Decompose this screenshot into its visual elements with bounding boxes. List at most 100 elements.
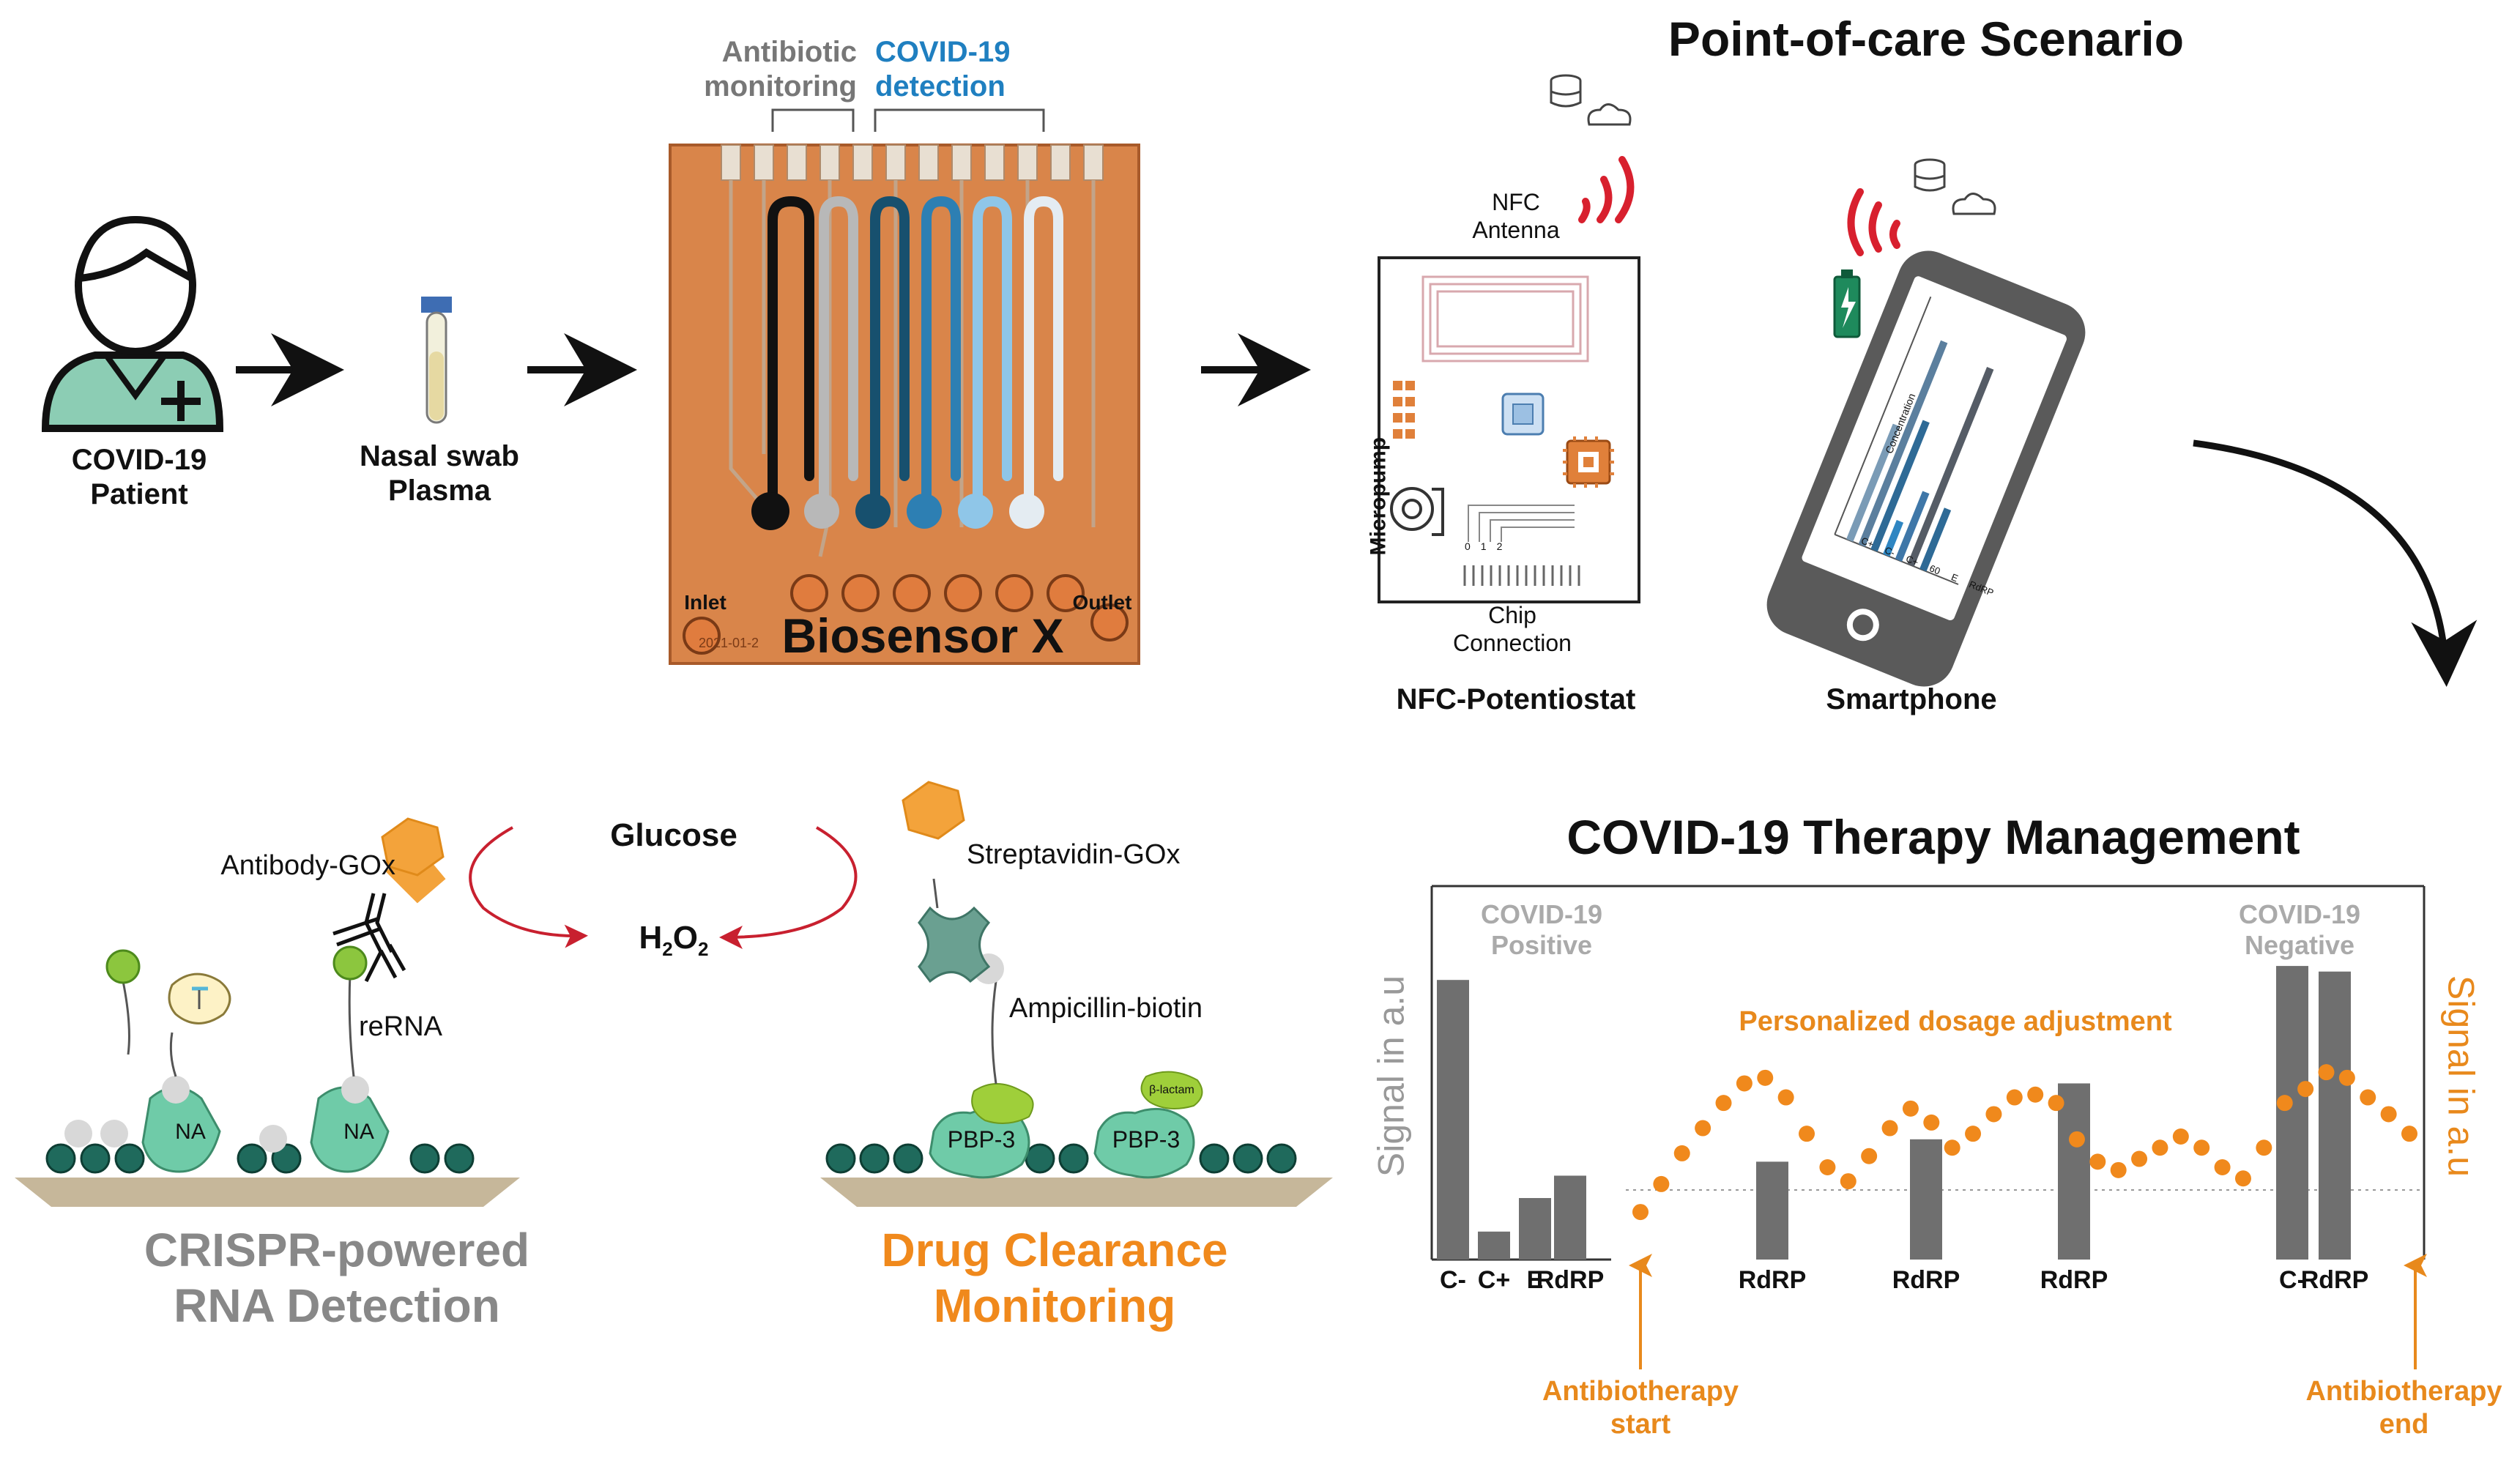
streptavidin-icon [918, 906, 991, 983]
chip-connection-line2: Connection [1453, 629, 1572, 656]
chart-dot-34 [2338, 1069, 2355, 1086]
nfc-antenna-line1: NFC [1492, 189, 1540, 215]
covid-bracket [874, 108, 1045, 132]
drug-title-line1: Drug Clearance [881, 1224, 1228, 1276]
start-line2: start [1610, 1408, 1671, 1440]
chart-bar-label-6: RdRP [2040, 1266, 2108, 1294]
sample-tube-icon [421, 297, 452, 424]
connector-ticks: 012 [1465, 540, 1531, 553]
end-line2: end [2379, 1408, 2429, 1440]
chart-dot-36 [2380, 1106, 2397, 1123]
chart-bar-label-8: RdRP [2300, 1266, 2369, 1294]
antibiotherapy-end-label: Antibiotherapy end [2292, 1375, 2516, 1441]
chart-dot-30 [2256, 1139, 2272, 1156]
start-line1: Antibiotherapy [1542, 1376, 1739, 1407]
arrow-gox-to-h2o2-left [469, 826, 588, 948]
connector-tick-2: 2 [1496, 540, 1513, 552]
nfc-potentiostat-label: NFC-Potentiostat [1396, 683, 1636, 715]
chart-dot-9 [1819, 1159, 1836, 1175]
crispr-title-line1: CRISPR-powered [144, 1224, 530, 1276]
chart-bar-1 [1478, 1231, 1510, 1260]
chart-dot-12 [1881, 1120, 1898, 1137]
pbp3-label-1: PBP-3 [947, 1126, 1016, 1153]
chart-dot-2 [1673, 1145, 1690, 1161]
streptavidin-gox-label: Streptavidin-GOx [967, 839, 1181, 870]
chart-bar-label-4: RdRP [1738, 1266, 1807, 1294]
chart-dot-22 [2089, 1153, 2106, 1170]
chart-dot-26 [2172, 1128, 2189, 1145]
chart-bar-label-1: C+ [1477, 1266, 1511, 1294]
chart-dot-31 [2276, 1095, 2293, 1112]
cloud-database-icon-phone [1914, 158, 1996, 215]
chart-dot-21 [2068, 1131, 2085, 1148]
chart-bar-7 [2276, 966, 2308, 1260]
pbp3-protein-shape-2 [1093, 1107, 1195, 1179]
crispr-electrode-surface [15, 945, 520, 1207]
chart-bar-label-3: RdRP [1536, 1266, 1605, 1294]
smartphone-icon [1766, 250, 2086, 687]
battery-icon [1833, 269, 1861, 338]
connector-tick-1: 1 [1480, 540, 1497, 552]
chart-ylabel-right: Signal in a.u [2440, 975, 2482, 1178]
sample-label-line2: Plasma [387, 475, 491, 507]
positive-line2: Positive [1490, 930, 1593, 961]
chart-dot-5 [1736, 1075, 1753, 1092]
biosensor-chip [669, 144, 1140, 665]
antibiotic-line2: monitoring [704, 70, 857, 103]
chart-dot-1 [1653, 1175, 1670, 1192]
gox-hexagon-icon [902, 781, 965, 840]
chart-bar-5 [1910, 1139, 1942, 1260]
drug-title-line2: Monitoring [933, 1279, 1176, 1332]
nfc-antenna-line2: Antenna [1472, 216, 1560, 243]
chart-dot-11 [1861, 1148, 1878, 1164]
covid-positive-annotation: COVID-19 Positive [1454, 899, 1629, 962]
chart-bar-2 [1519, 1198, 1551, 1260]
chart-bar-0 [1437, 980, 1469, 1260]
antibody-gox-label: Antibody-GOx [220, 850, 395, 881]
outlet-label: Outlet [1072, 591, 1132, 614]
negative-line2: Negative [2244, 930, 2355, 961]
micropump-label: Micropump [1366, 436, 1391, 556]
chart-dot-32 [2297, 1081, 2314, 1098]
chart-dot-6 [1757, 1069, 1774, 1086]
h2o2-label: H2O2 [630, 919, 718, 960]
drug-title: Drug Clearance Monitoring [791, 1223, 1318, 1334]
chart-dot-15 [1944, 1139, 1960, 1156]
chart-dot-23 [2110, 1161, 2127, 1178]
nfc-antenna-label: NFC Antenna [1457, 189, 1575, 245]
chart-dot-20 [2048, 1095, 2064, 1112]
chart-dot-35 [2360, 1089, 2376, 1106]
glucose-label: Glucose [610, 817, 737, 853]
pbp3-label-2: PBP-3 [1112, 1126, 1181, 1153]
inlet-label: Inlet [684, 591, 726, 614]
positive-line1: COVID-19 [1480, 899, 1603, 929]
patient-label-line2: Patient [90, 478, 188, 511]
chart-bar-6 [2058, 1083, 2090, 1260]
blactam-label: β-lactam [1149, 1084, 1194, 1096]
crispr-title: CRISPR-powered RNA Detection [59, 1223, 615, 1334]
chart-dot-27 [2193, 1139, 2210, 1156]
patient-label: COVID-19 Patient [51, 443, 227, 512]
cloud-database-icon [1550, 74, 1632, 126]
chart-bar-3 [1554, 1175, 1586, 1260]
chart-dots-group [1632, 1064, 2417, 1221]
chip-date-stamp: 2021-01-2 [698, 636, 759, 650]
chart-ylabel-left: Signal in a.u [1370, 975, 1412, 1178]
h2o2-sub2: 2 [698, 937, 709, 960]
chart-dot-10 [1840, 1173, 1856, 1190]
end-line1: Antibiotherapy [2305, 1376, 2502, 1407]
negative-line1: COVID-19 [2238, 899, 2361, 929]
antibiotic-monitoring-label: Antibiotic monitoring [681, 35, 857, 104]
biosensor-name: Biosensor X [781, 609, 1064, 663]
chart-bar-4 [1756, 1161, 1788, 1260]
covid-detection-label: COVID-19 detection [875, 35, 1066, 104]
na-label-1: NA [175, 1120, 206, 1144]
phone-wave-icon [1847, 188, 1900, 256]
arrow-poc-to-therapy [2193, 439, 2478, 687]
drug-electrode-surface [820, 781, 1333, 1207]
micropump-icon [1390, 487, 1444, 536]
chart-bar-label-7: C- [2279, 1266, 2305, 1294]
h2o2-o: O [672, 920, 698, 956]
chart-dot-8 [1799, 1126, 1815, 1142]
chip-connection-line1: Chip [1488, 602, 1536, 628]
